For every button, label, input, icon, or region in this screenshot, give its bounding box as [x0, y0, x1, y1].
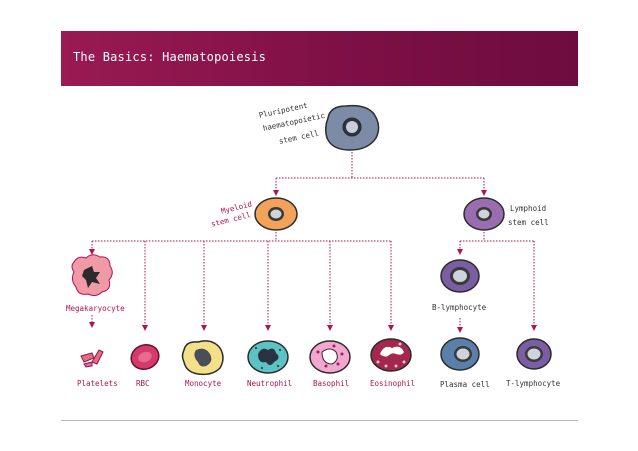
- neutrophil-label: Neutrophil: [247, 379, 293, 388]
- megakaryocyte-cell: [71, 254, 113, 297]
- plasma-cell-label: Plasma cell: [440, 380, 490, 389]
- slide-title: The Basics: Haematopoiesis: [73, 50, 267, 64]
- eosinophil-cell: [370, 338, 412, 372]
- platelets-cell: [80, 349, 104, 368]
- megakaryocyte-label: Megakaryocyte: [66, 304, 125, 313]
- basophil-label: Basophil: [313, 379, 350, 388]
- t-lymphocyte-cell: [516, 338, 552, 370]
- b-lymphocyte-cell: [440, 259, 480, 293]
- platelets-label: Platelets: [77, 379, 118, 388]
- rbc-cell: [130, 343, 160, 371]
- lymphoid-label-line2: stem cell: [508, 218, 549, 227]
- b-lymphocyte-label: B-lymphocyte: [432, 303, 487, 312]
- neutrophil-cell: [247, 340, 289, 374]
- pluripotent-stem-cell: [324, 104, 380, 151]
- plasma-cell: [440, 337, 480, 371]
- monocyte-label: Monocyte: [185, 379, 222, 388]
- slide-header: The Basics: Haematopoiesis: [61, 31, 578, 86]
- lymphoid-stem-cell: [463, 197, 505, 231]
- lymphoid-label-line1: Lymphoid: [510, 204, 547, 213]
- basophil-cell: [309, 340, 351, 374]
- myeloid-stem-cell: [254, 197, 298, 231]
- monocyte-cell: [181, 340, 224, 376]
- t-lymphocyte-label: T-lymphocyte: [506, 379, 561, 388]
- eosinophil-label: Eosinophil: [370, 379, 416, 388]
- rbc-label: RBC: [136, 379, 150, 388]
